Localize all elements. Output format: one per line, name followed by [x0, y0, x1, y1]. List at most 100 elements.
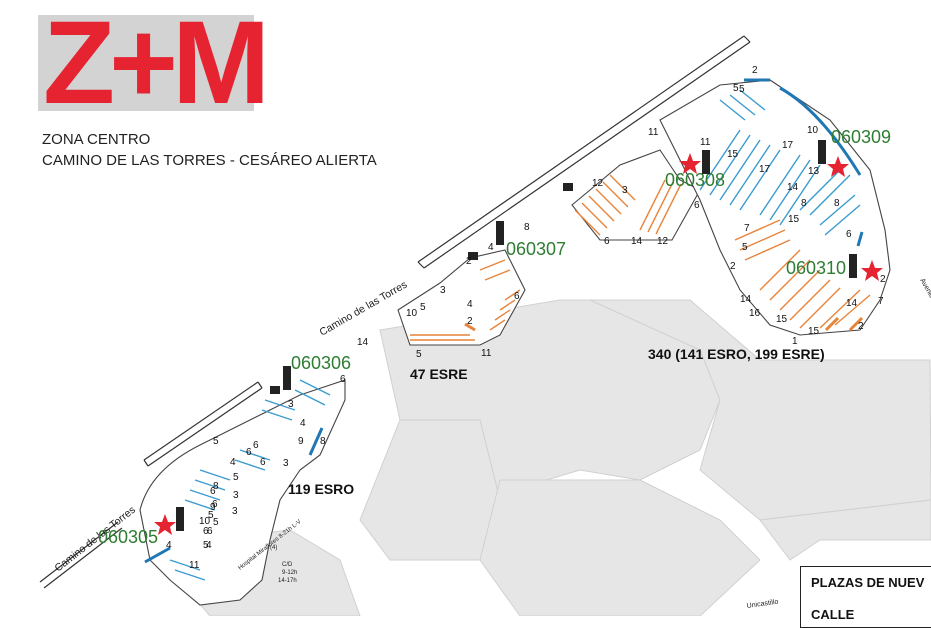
legend-table: PLAZAS DE NUEV CALLE	[800, 566, 931, 628]
space-count: 7	[878, 296, 884, 307]
space-count: 11	[648, 127, 659, 138]
esre-spaces	[410, 174, 871, 341]
space-count: 5	[213, 436, 219, 447]
space-count: 8	[834, 198, 840, 209]
road-edges	[39, 35, 751, 589]
space-count: 6	[210, 486, 216, 497]
space-count: 6	[604, 236, 610, 247]
space-count: 6	[246, 447, 252, 458]
space-count: 14	[740, 294, 752, 305]
space-count: 2	[467, 316, 473, 327]
street-unicastillo: Unicastillo	[746, 599, 779, 610]
space-count: 17	[759, 164, 771, 175]
space-count: 3	[232, 506, 238, 517]
space-count: 2	[858, 321, 864, 332]
space-count: 16	[749, 308, 761, 319]
space-count: 5	[213, 517, 219, 528]
space-count: 14	[631, 236, 643, 247]
space-count: 5	[208, 510, 214, 521]
cd-time-1: 9-12h	[282, 570, 297, 576]
space-count: 14	[357, 337, 369, 348]
space-count: 4	[300, 418, 306, 429]
space-count: 2	[730, 261, 736, 272]
space-count: 2	[752, 65, 758, 76]
space-count: 11	[700, 137, 711, 148]
space-count: 4	[230, 457, 236, 468]
space-count: 15	[776, 314, 788, 325]
legend-table-row: CALLE	[811, 607, 855, 622]
space-count: 15	[788, 214, 800, 225]
orange-curbs	[464, 316, 864, 332]
space-count: 12	[592, 178, 604, 189]
space-count: 5	[733, 83, 739, 94]
space-count: 10	[807, 125, 819, 136]
space-count: 6	[207, 526, 213, 537]
space-count: 9	[298, 436, 304, 447]
esro-spaces	[169, 89, 861, 581]
space-count: 5	[203, 540, 209, 551]
blue-curbs	[144, 78, 864, 564]
meter-star-markers	[154, 153, 883, 535]
space-count: 4	[206, 540, 212, 551]
meter-id[interactable]: 060307	[506, 239, 566, 259]
space-count: 5	[416, 349, 422, 360]
space-count: 4	[467, 299, 473, 310]
space-count: 8	[524, 222, 530, 233]
sector-total-middle: 47 ESRE	[410, 366, 468, 382]
meter-id[interactable]: 060306	[291, 353, 351, 373]
space-count: 11	[481, 348, 492, 359]
space-count: 13	[808, 166, 820, 177]
meter-id[interactable]: 060309	[831, 127, 891, 147]
space-count: 5	[739, 84, 745, 95]
space-count: 6	[212, 499, 218, 510]
space-count: 1	[792, 336, 798, 347]
space-count: 15	[808, 326, 820, 337]
space-count: 15	[727, 149, 739, 160]
space-count: 3	[288, 399, 294, 410]
space-count: 10	[199, 516, 211, 527]
space-count: 4	[488, 242, 494, 253]
space-count: 12	[657, 236, 669, 247]
meter-icons[interactable]	[176, 140, 857, 531]
parking-outlines	[139, 79, 891, 606]
cd-label: C/D	[282, 562, 293, 568]
space-count: 6	[340, 374, 346, 385]
meter-id[interactable]: 060308	[665, 170, 725, 190]
sector-total-left: 119 ESRO	[288, 481, 354, 497]
meter-id[interactable]: 060310	[786, 258, 846, 278]
space-count: 6	[694, 200, 700, 211]
space-count: 4	[166, 540, 172, 551]
space-count: 3	[233, 490, 239, 501]
space-count: 17	[782, 140, 794, 151]
meter-id[interactable]: 060305	[98, 527, 158, 547]
hospital-count: (4)	[270, 545, 277, 551]
zone-name: ZONA CENTRO	[42, 131, 151, 148]
space-count: 5	[233, 472, 239, 483]
space-count: 8	[320, 436, 326, 447]
space-count: 3	[440, 285, 446, 296]
space-count: 6	[203, 526, 209, 537]
space-count: 9	[210, 502, 216, 513]
space-count: 6	[260, 457, 266, 468]
space-count: 14	[846, 298, 858, 309]
zone-heading: ZONA CENTRO CAMINO DE LAS TORRES - CESÁR…	[42, 129, 377, 171]
space-count: 5	[742, 242, 748, 253]
logo: Z+M	[43, 0, 270, 129]
space-count: 11	[189, 560, 200, 571]
space-count: 8	[801, 198, 807, 209]
street-avenida: Avenida	[918, 278, 931, 303]
space-count: 2	[880, 274, 886, 285]
space-count: 6	[253, 440, 259, 451]
space-count: 14	[787, 182, 799, 193]
space-count: 3	[283, 458, 289, 469]
sector-total-right: 340 (141 ESRO, 199 ESRE)	[648, 346, 825, 362]
logo-background	[38, 15, 254, 111]
space-count: 10	[406, 308, 418, 319]
cd-time-2: 14-17h	[278, 578, 297, 584]
space-count: 6	[514, 291, 520, 302]
space-count: 6	[846, 229, 852, 240]
zone-streets: CAMINO DE LAS TORRES - CESÁREO ALIERTA	[42, 152, 377, 169]
space-count: 3	[622, 185, 628, 196]
space-count: 2	[466, 256, 472, 267]
